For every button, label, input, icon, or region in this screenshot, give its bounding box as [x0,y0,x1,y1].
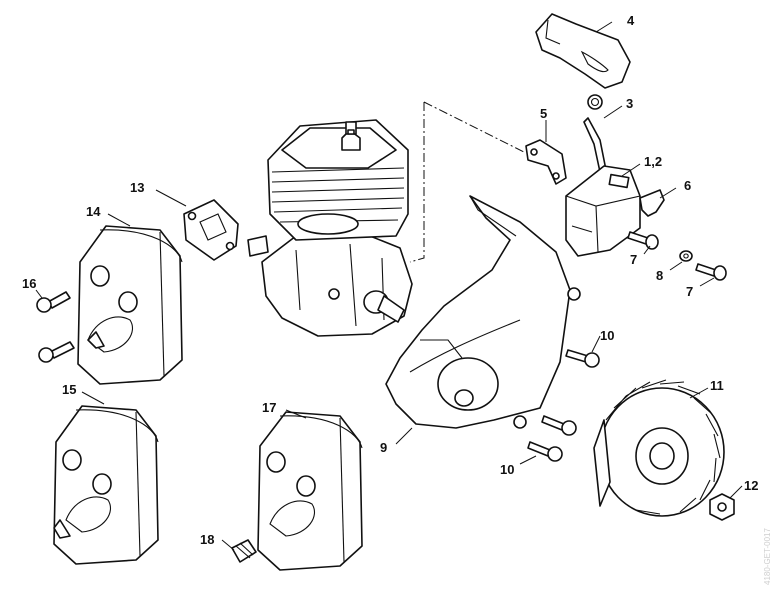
callout-7-upper: 7 [630,252,637,267]
engine-cylinder [247,119,413,337]
catalog-watermark: 4180-GET-0017 [763,528,772,585]
part-15-muffler [53,405,159,565]
callout-12: 12 [744,478,758,493]
leader-lines [35,21,743,551]
part-6-clip [639,189,665,217]
callout-14: 14 [86,204,101,219]
part-18-fitting [231,539,257,563]
part-5-bracket [525,139,567,185]
callout-10-lower: 10 [500,462,514,477]
callout-18: 18 [200,532,214,547]
callout-9: 9 [380,440,387,455]
callout-11: 11 [710,378,724,393]
callout-15: 15 [62,382,76,397]
part-10-screw-mid [541,415,577,436]
part-9-fan-housing [385,195,581,429]
part-1-2-ignition-module [565,165,641,257]
part-12-nut [709,493,735,521]
part-3-wire [583,94,607,173]
callout-17: 17 [262,400,276,415]
part-16-bolt-upper [36,291,71,313]
callout-6: 6 [684,178,691,193]
part-4-shroud [535,13,631,89]
part-10-screw-upper [565,349,600,368]
part-7-screw-lower [695,263,727,281]
callout-1-2: 1,2 [644,154,662,169]
part-10-screw-lower [527,441,563,462]
part-14-muffler [77,225,183,385]
part-8-washer [679,250,693,262]
callout-labels: 4 3 5 1,2 6 7 8 7 13 14 16 10 11 9 15 17… [22,13,758,547]
part-16-bolt-lower [38,341,75,363]
callout-7-lower: 7 [686,284,693,299]
part-7-screw-upper [627,231,659,250]
part-11-flywheel [593,379,725,517]
callout-4: 4 [627,13,635,28]
assembly-line [409,101,525,263]
callout-8: 8 [656,268,663,283]
callout-16: 16 [22,276,36,291]
callout-5: 5 [540,106,547,121]
callout-3: 3 [626,96,633,111]
part-17-muffler [257,411,363,571]
callout-13: 13 [130,180,144,195]
callout-10-upper: 10 [600,328,614,343]
part-13-gasket [183,199,239,261]
